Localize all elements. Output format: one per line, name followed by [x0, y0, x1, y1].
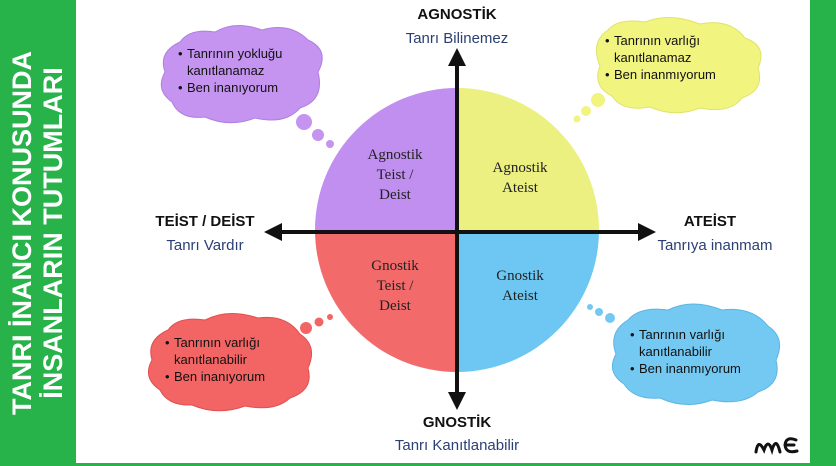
bubble-bottom-left-dot-3: [327, 314, 333, 320]
bubble-bottom-right-dot-3: [587, 304, 593, 310]
bubble-bottom-right-item: Tanrının varlığı kanıtlanabilir: [630, 326, 769, 360]
axis-left-title: TEİST / DEİST: [155, 213, 255, 230]
bubble-top-left-dot-1: [296, 114, 312, 130]
bubble-bottom-right-item: Ben inanmıyorum: [630, 360, 769, 377]
quadrant-top-left: [315, 88, 457, 230]
bubble-bottom-left-item: Ben inanıyorum: [165, 368, 304, 385]
quadrant-top-right: [457, 88, 599, 230]
bubble-top-left-item: Ben inanıyorum: [178, 79, 317, 96]
axis-top-title: AGNOSTİK: [417, 6, 497, 23]
bubble-top-left-dot-2: [312, 129, 324, 141]
quadrant-bottom-left: [315, 230, 457, 372]
left-arrowhead: [264, 223, 282, 241]
bubble-top-left-list: Tanrının yokluğu kanıtlanamaz Ben inanıy…: [178, 45, 317, 96]
axis-right-subtitle: Tanrıya inanmam: [657, 237, 773, 254]
quadrant-top-left-label: Agnostik Teist / Deist: [367, 147, 423, 203]
bubble-top-right-dot-3: [573, 115, 581, 123]
axis-top-subtitle: Tanrı Bilinemez: [405, 30, 509, 47]
bubble-top-right-item: Tanrının varlığı kanıtlanamaz: [605, 32, 744, 66]
bubble-bottom-right-dot-2: [595, 308, 603, 316]
bubble-top-right-dot-1: [591, 93, 605, 107]
bubble-bottom-left-dot-1: [300, 322, 312, 334]
right-arrowhead: [638, 223, 656, 241]
axis-bottom-title: GNOSTİK: [422, 414, 492, 431]
quadrant-bottom-right-label: Gnostik Ateist: [496, 268, 544, 304]
bubble-top-right-list: Tanrının varlığı kanıtlanamaz Ben inanmı…: [605, 32, 744, 83]
bubble-bottom-left-item: Tanrının varlığı kanıtlanabilir: [165, 334, 304, 368]
axis-bottom-subtitle: Tanrı Kanıtlanabilir: [394, 437, 520, 454]
axis-left-subtitle: Tanrı Vardır: [166, 237, 244, 254]
bottom-arrowhead: [448, 392, 466, 410]
bubble-top-right-dot-2: [581, 106, 591, 116]
bottom-border-line: [76, 463, 810, 466]
quadrant-bottom-left-label: Gnostik Teist / Deist: [371, 258, 419, 314]
quadrant-bottom-right: [457, 230, 599, 372]
sidebar-banner: TANRI İNANCI KONUSUNDA İNSANLARIN TUTUML…: [0, 0, 76, 466]
bubble-bottom-left-list: Tanrının varlığı kanıtlanabilir Ben inan…: [165, 334, 304, 385]
signature-logo-icon: [754, 437, 799, 456]
bubble-top-left-dot-3: [326, 140, 334, 148]
quadrant-top-right-label: Agnostik Ateist: [492, 160, 548, 196]
bubble-bottom-right-dot-1: [605, 313, 615, 323]
bubble-bottom-right-list: Tanrının varlığı kanıtlanabilir Ben inan…: [630, 326, 769, 377]
top-arrowhead: [448, 48, 466, 66]
bubble-bottom-left-dot-2: [314, 317, 324, 327]
axis-right-title: ATEİST: [683, 213, 737, 230]
bubble-top-right-item: Ben inanmıyorum: [605, 66, 744, 83]
bubble-top-left-item: Tanrının yokluğu kanıtlanamaz: [178, 45, 317, 79]
right-border-bar: [810, 0, 836, 466]
